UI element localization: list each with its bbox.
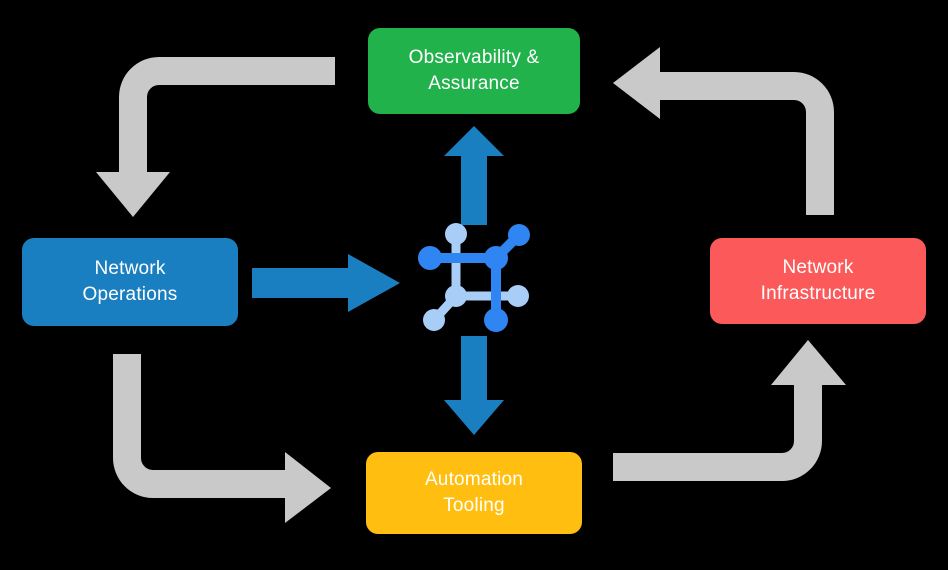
node-label-automation: Automation Tooling <box>424 469 524 516</box>
node-label-infrastructure: Network Infrastructure <box>760 257 876 304</box>
elbow-arrow-bottom-left <box>113 354 331 523</box>
node-label-operations: Network Operations <box>82 258 178 305</box>
node-network-operations[interactable]: Network Operations <box>22 238 238 326</box>
network-topology-icon <box>418 223 530 332</box>
elbow-arrow-bottom-right <box>613 340 846 481</box>
blue-arrow-up <box>444 126 504 225</box>
node-network-infrastructure[interactable]: Network Infrastructure <box>710 238 926 324</box>
node-observability-assurance[interactable]: Observability & Assurance <box>368 28 580 114</box>
elbow-arrow-top-right <box>613 47 834 215</box>
blue-arrow-right <box>252 254 400 312</box>
blue-arrow-down <box>444 336 504 435</box>
node-automation-tooling[interactable]: Automation Tooling <box>366 452 582 534</box>
node-label-observability: Observability & Assurance <box>408 47 540 94</box>
elbow-arrow-top-left <box>96 57 335 217</box>
